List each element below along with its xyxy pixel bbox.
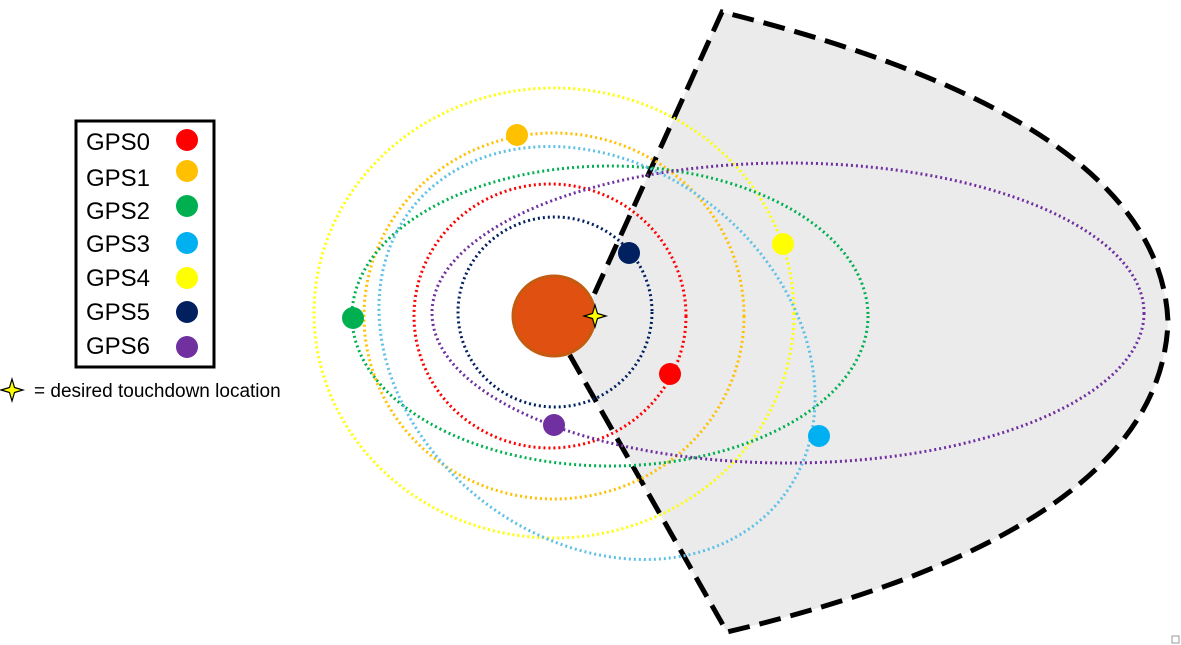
orbit-gps6: [430, 161, 1146, 465]
satellite-gps6: [543, 414, 565, 436]
satellite-gps3: [808, 425, 830, 447]
touchdown-star-icon: [581, 302, 609, 330]
satellites: [342, 124, 830, 447]
satellite-gps2: [342, 307, 364, 329]
touchdown-note: = desired touchdown location: [0, 376, 281, 404]
satellite-gps0: [659, 363, 681, 385]
legend-label: GPS3: [86, 231, 150, 258]
legend-item-gps4: GPS4: [86, 265, 198, 292]
legend-item-gps2: GPS2: [86, 195, 198, 225]
legend-swatch: [176, 267, 198, 289]
legend-label: GPS5: [86, 299, 150, 326]
legend: GPS0 GPS1 GPS2 GPS3 GPS4 GPS5 GPS6: [74, 119, 216, 369]
orbit-gps1: [362, 131, 746, 501]
satellite-gps5: [618, 242, 640, 264]
legend-item-gps6: GPS6: [86, 333, 198, 360]
legend-item-gps0: GPS0: [86, 129, 198, 156]
orbit-gps0: [412, 182, 688, 450]
legend-label: GPS6: [86, 333, 150, 360]
legend-swatch: [176, 129, 198, 151]
legend-item-gps1: GPS1: [86, 160, 198, 192]
touchdown-note-text: = desired touchdown location: [34, 381, 281, 402]
legend-item-gps3: GPS3: [86, 231, 198, 258]
orbit-gps4: [312, 86, 796, 540]
legend-item-gps5: GPS5: [86, 299, 198, 326]
legend-swatch: [176, 232, 198, 254]
orbit-gps3: [377, 144, 817, 562]
legend-label: GPS4: [86, 265, 150, 292]
legend-swatch: [176, 336, 198, 358]
four-point-star-icon: [0, 376, 26, 404]
legend-label: GPS1: [86, 165, 150, 192]
legend-label: GPS0: [86, 129, 150, 156]
satellite-gps1: [506, 124, 528, 146]
resize-corner-mark: [1171, 635, 1180, 644]
legend-swatch: [176, 301, 198, 323]
legend-swatch: [176, 195, 198, 217]
orbit-gps5: [456, 215, 654, 409]
legend-label: GPS2: [86, 198, 150, 225]
legend-swatch: [176, 160, 198, 182]
satellite-gps4: [772, 233, 794, 255]
